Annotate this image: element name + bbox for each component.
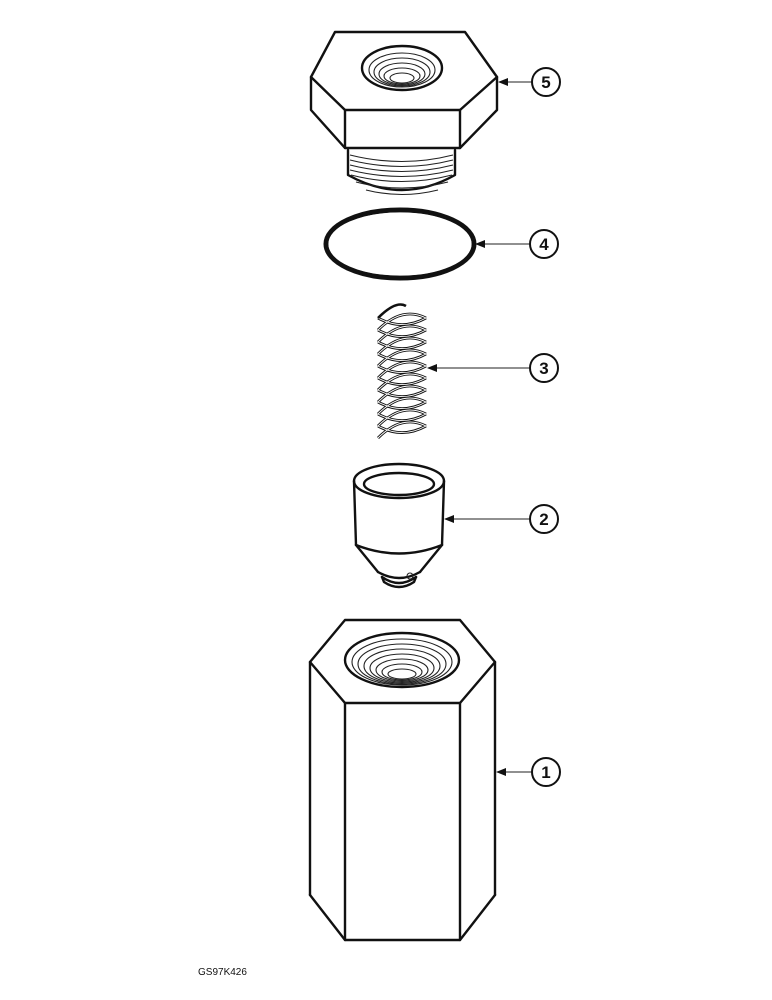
body-bore-threads <box>351 638 453 686</box>
callout-4-label: 4 <box>539 235 549 254</box>
callout-1-label: 1 <box>541 763 550 782</box>
part-spring <box>377 303 427 439</box>
bore-threads <box>368 52 436 88</box>
figure-code: GS97K426 <box>198 967 247 978</box>
callout-3-label: 3 <box>539 359 548 378</box>
callout-5: 5 <box>498 67 561 97</box>
callout-4: 4 <box>475 229 559 259</box>
callout-1: 1 <box>496 757 561 787</box>
spring-highlight <box>377 313 427 439</box>
spring-end-top <box>377 303 407 319</box>
callout-2: 2 <box>444 504 559 534</box>
part-poppet <box>352 462 446 589</box>
callout-5-label: 5 <box>541 73 550 92</box>
callout-3: 3 <box>427 353 559 383</box>
part-o-ring <box>323 207 477 281</box>
callout-2-label: 2 <box>539 510 548 529</box>
part-body <box>308 618 497 942</box>
part-plug <box>309 30 499 195</box>
spigot-threads <box>349 154 454 195</box>
